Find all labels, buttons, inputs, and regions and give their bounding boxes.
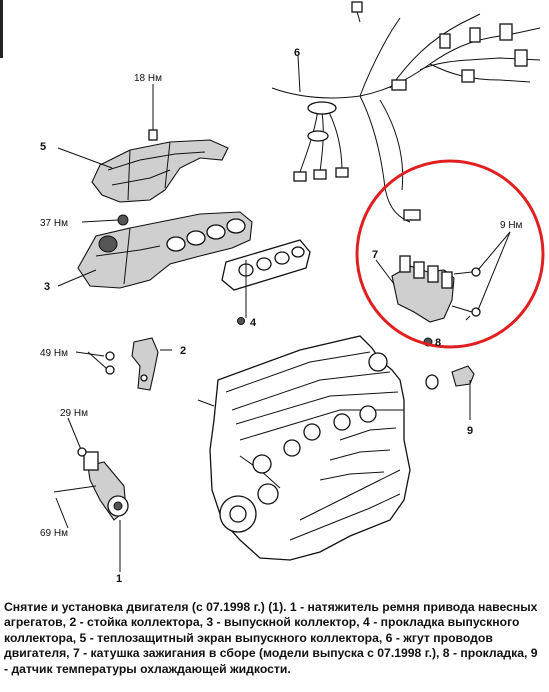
belt-tensioner xyxy=(53,451,129,521)
ignition-coil xyxy=(391,255,481,323)
torque-label-37: 37 Нм xyxy=(40,218,68,229)
torque-label-9: 9 Нм xyxy=(500,220,523,231)
callout-3: 3 xyxy=(44,281,50,293)
engine-exploded-diagram: 18 Нм 37 Нм 49 Нм 29 Нм 69 Нм 9 Нм 5 3 4… xyxy=(40,1,545,585)
torque-label-69: 69 Нм xyxy=(40,528,68,539)
callout-2: 2 xyxy=(180,345,186,357)
heat-shield xyxy=(91,139,229,203)
callout-9: 9 xyxy=(467,425,473,437)
engine-block xyxy=(197,335,411,561)
wiring-harness xyxy=(271,1,541,223)
exhaust-manifold xyxy=(77,211,253,289)
callout-4: 4 xyxy=(250,317,257,329)
callout-5: 5 xyxy=(40,141,46,153)
leader-lines xyxy=(55,55,511,572)
callout-8: 8 xyxy=(435,337,441,349)
torque-label-49: 49 Нм xyxy=(40,348,68,359)
figure-caption: Снятие и установка двигателя (с 07.1998 … xyxy=(4,600,538,676)
exhaust-gasket xyxy=(221,239,311,291)
callout-1: 1 xyxy=(116,573,122,585)
callout-7: 7 xyxy=(372,249,378,261)
gasket-and-sensor xyxy=(423,337,475,390)
torque-label-18: 18 Нм xyxy=(134,73,162,84)
highlight-circle xyxy=(355,159,545,349)
fasteners xyxy=(77,129,245,457)
torque-label-29: 29 Нм xyxy=(60,408,88,419)
scan-edge-mark xyxy=(0,0,3,58)
manifold-stay xyxy=(131,337,159,391)
callout-6: 6 xyxy=(294,47,300,59)
